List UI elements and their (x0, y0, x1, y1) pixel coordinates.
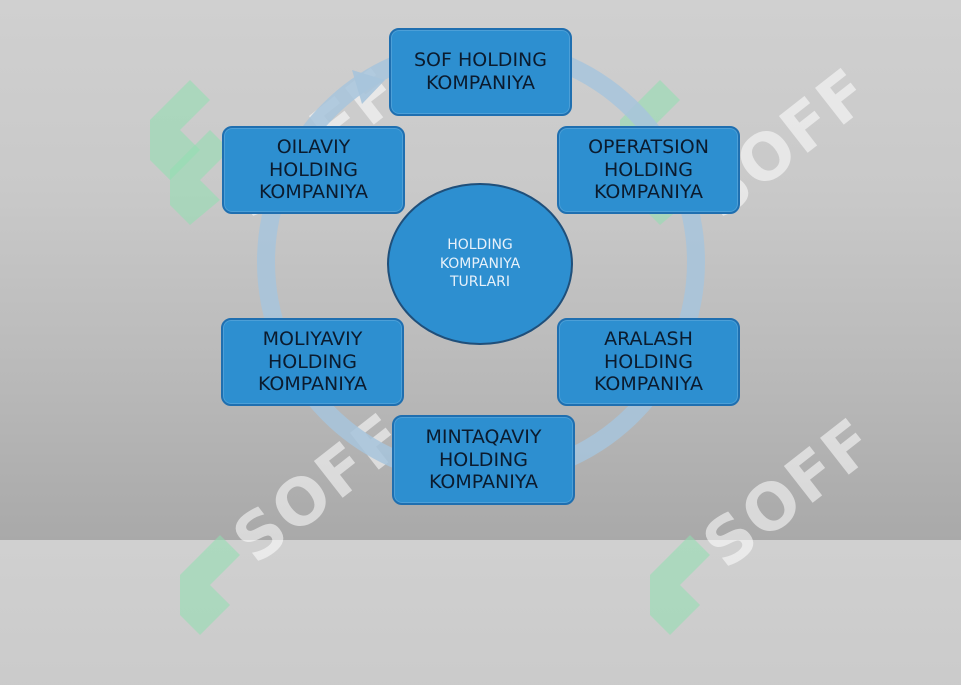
slide: SOFF SOFF SOFF SOFF SOF HOLDING KOMPANIY… (130, 28, 890, 635)
node-oilaviy-holding: OILAVIY HOLDING KOMPANIYA (222, 126, 405, 214)
leaf-logo-icon (650, 535, 710, 635)
watermark-text: SOFF (220, 399, 420, 579)
watermark-bottom-right: SOFF (620, 400, 890, 635)
cycle-arrowhead-icon (352, 70, 385, 104)
center-holding-types: HOLDING KOMPANIYA TURLARI (387, 183, 573, 345)
watermark-text: SOFF (690, 404, 890, 584)
node-operatsion-holding: OPERATSION HOLDING KOMPANIYA (557, 126, 740, 214)
node-sof-holding: SOF HOLDING KOMPANIYA (389, 28, 572, 116)
watermark-bottom-left: SOFF (130, 399, 420, 635)
node-aralash-holding: ARALASH HOLDING KOMPANIYA (557, 318, 740, 406)
node-mintaqaviy-holding: MINTAQAVIY HOLDING KOMPANIYA (392, 415, 575, 505)
node-moliyaviy-holding: MOLIYAVIY HOLDING KOMPANIYA (221, 318, 404, 406)
leaf-logo-icon (180, 535, 240, 635)
